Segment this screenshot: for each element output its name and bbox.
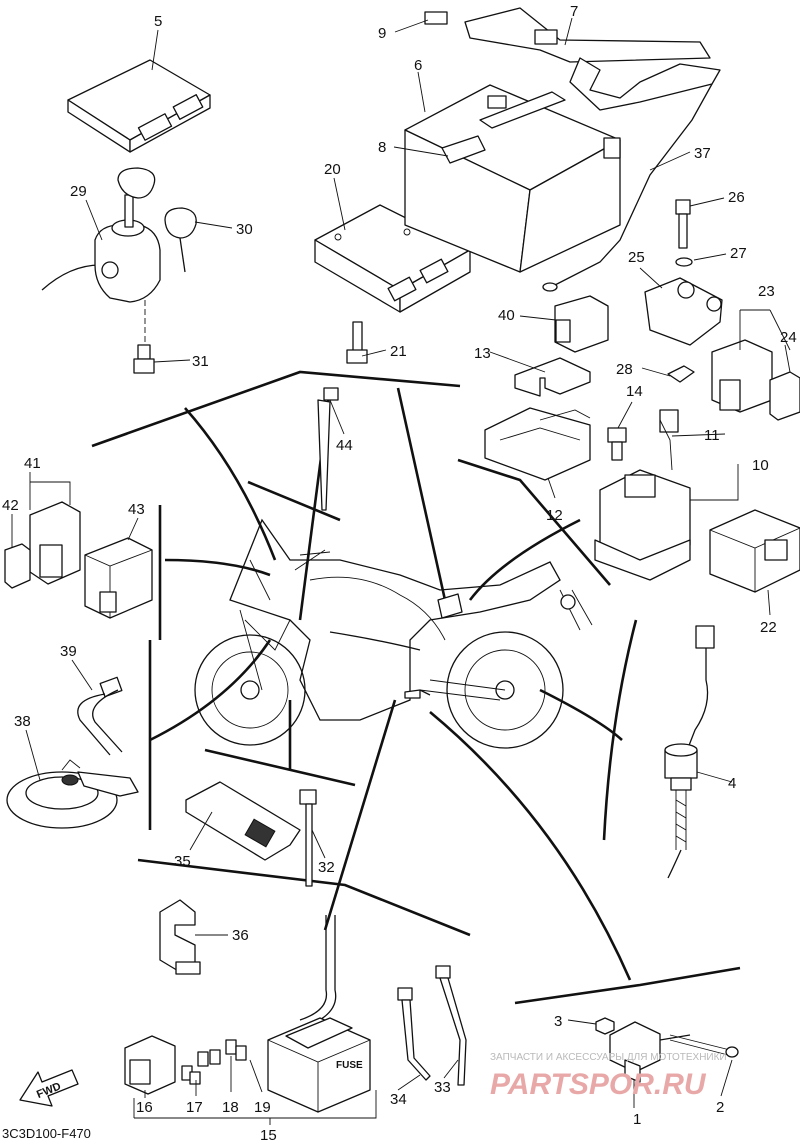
callout-37: 37 [694,145,711,162]
callout-29: 29 [70,183,87,200]
callout-15: 15 [260,1127,277,1142]
nut-3 [595,1017,615,1035]
callout-38: 38 [14,713,31,730]
callout-2: 2 [716,1099,724,1116]
bolt-2 [669,1034,739,1058]
callout-6: 6 [414,57,422,74]
band-39 [77,676,123,756]
battery-lead-37 [542,83,713,292]
watermark-line2: PARTSPOR.RU [490,1068,707,1101]
callout-12: 12 [546,507,563,524]
callout-17: 17 [186,1099,203,1116]
part-13 [514,357,591,397]
callout-11: 11 [704,427,720,444]
cable-tie-33 [435,965,467,1086]
callout-1: 1 [633,1111,641,1128]
callout-16: 16 [136,1099,153,1116]
callout-23: 23 [758,283,775,300]
callout-36: 36 [232,927,249,944]
control-unit-20 [314,204,471,313]
battery-box-7 [424,7,721,111]
callout-labels: 1 2 3 4 5 6 7 8 9 10 11 12 13 14 15 16 1… [2,3,797,1142]
fwd-arrow: FWD [19,1069,79,1107]
part-40 [554,295,609,353]
fuses-17-19 [181,1039,247,1085]
cable-tie-44 [317,387,339,511]
horn-38 [6,759,139,829]
callout-13: 13 [474,345,491,362]
callout-33: 33 [434,1079,451,1096]
callout-44: 44 [336,437,353,454]
callout-27: 27 [730,245,747,262]
cable-tie-32 [299,789,317,887]
callout-28: 28 [616,361,633,378]
cover-12 [484,407,591,481]
callout-7: 7 [570,3,578,20]
starter-relay [594,409,691,581]
callout-24: 24 [780,329,797,346]
callout-39: 39 [60,643,77,660]
pad-35 [185,781,301,861]
callout-9: 9 [378,25,386,42]
callout-25: 25 [628,249,645,266]
fuse-label: FUSE [336,1060,363,1071]
holder-36 [159,899,201,975]
callout-41: 41 [24,455,41,472]
callout-3: 3 [554,1013,562,1030]
callout-22: 22 [760,619,777,636]
bolt-14 [607,427,627,461]
callout-42: 42 [2,497,19,514]
bolt-31 [133,344,155,374]
leader-lines [11,17,791,1125]
diagram-code: 3C3D100-F470 [2,1126,91,1141]
callout-10: 10 [752,457,769,474]
callout-5: 5 [154,13,162,30]
main-switch [41,167,197,345]
part-25 [644,277,723,346]
callout-32: 32 [318,859,335,876]
clip-28 [667,365,695,383]
relay-41-42 [4,501,81,589]
callout-34: 34 [390,1091,407,1108]
relay-43 [84,537,153,619]
callout-4: 4 [728,775,736,792]
part-22 [709,509,800,593]
pointer-lines [149,387,632,981]
callout-26: 26 [728,189,745,206]
callout-31: 31 [192,353,209,370]
fuse-holder-16 [124,1035,176,1095]
callout-40: 40 [498,307,515,324]
motorcycle [194,518,593,749]
cable-tie-34 [397,987,431,1081]
watermark: ЗАПЧАСТИ И АКСЕССУАРЫ ДЛЯ МОТОТЕХНИКИ PA… [490,1052,727,1101]
watermark-line1: ЗАПЧАСТИ И АКСЕССУАРЫ ДЛЯ МОТОТЕХНИКИ [490,1052,727,1063]
callout-19: 19 [254,1099,271,1116]
battery [404,84,621,273]
callout-43: 43 [128,501,145,518]
callout-35: 35 [174,853,191,870]
sensor-4 [664,625,715,879]
ecu-unit [67,59,211,153]
callout-20: 20 [324,161,341,178]
sensor-1 [609,1021,691,1083]
callout-18: 18 [222,1099,239,1116]
bolt-21 [346,321,368,364]
callout-14: 14 [626,383,643,400]
section-dividers [91,370,741,1005]
callout-8: 8 [378,139,386,156]
callout-21: 21 [390,343,407,360]
bolt-26 [675,199,693,267]
fuse-box-assembly: FUSE [267,915,371,1113]
relay-23-24 [711,339,800,421]
callout-30: 30 [236,221,253,238]
